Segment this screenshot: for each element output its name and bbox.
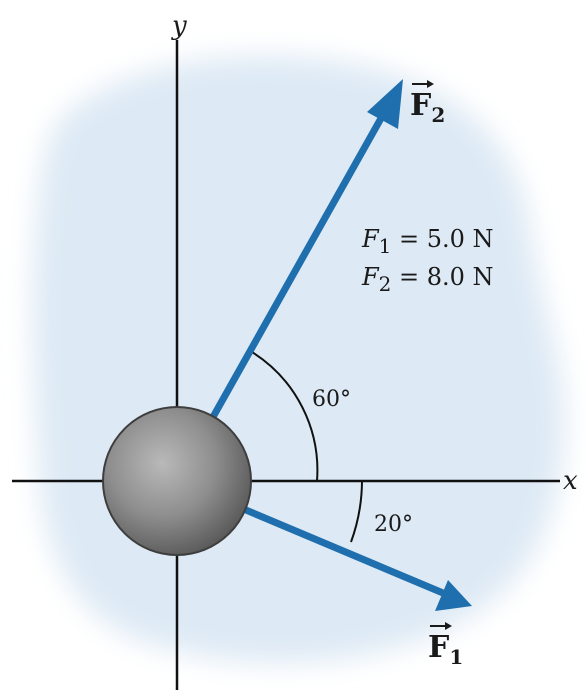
given-f2-symbol: F [361,263,380,291]
force-f1-subscript: 1 [449,645,463,669]
angle-arc-60 [251,351,319,482]
given-f2: F2 = 8.0 N [361,263,494,296]
given-f1: F1 = 5.0 N [361,225,494,258]
given-f2-value: = 8.0 N [391,263,493,291]
y-axis-label: y [171,11,187,41]
given-f1-subscript: 1 [379,234,392,258]
given-f1-symbol: F [361,225,380,253]
angle-arc-20 [350,480,363,543]
vector-arrowhead-mark-f2 [427,80,434,88]
force-f1-arrowhead [435,580,472,611]
force-f1-label: F1 [428,622,463,669]
background-shading [33,56,565,663]
force-f2-label: F2 [410,80,445,127]
svg-text:F1: F1 [428,630,463,669]
force-f1-symbol: F [428,630,449,665]
given-f2-subscript: 2 [379,272,392,296]
svg-text:F2: F2 [410,88,445,127]
x-axis-label: x [563,466,578,496]
force-f2-symbol: F [410,88,431,123]
given-f1-value: = 5.0 N [391,225,493,253]
object-ball [102,406,252,556]
angle-label-20: 20° [374,512,413,537]
angle-label-60: 60° [312,387,351,412]
force-f2-subscript: 2 [431,103,445,127]
force-f2-arrowhead [367,79,403,129]
vector-arrowhead-mark-f1 [445,622,452,630]
